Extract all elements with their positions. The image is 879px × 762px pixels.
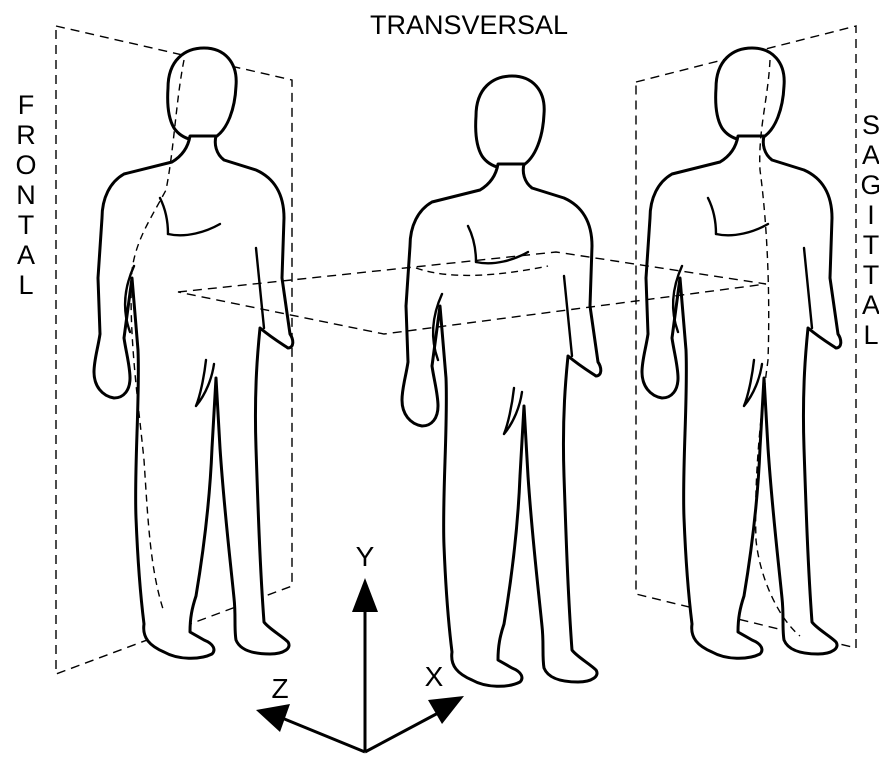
x-axis-arrowhead xyxy=(428,696,464,724)
y-axis-arrowhead xyxy=(352,578,378,612)
x-axis-line xyxy=(365,712,440,752)
y-axis-label: Y xyxy=(356,541,375,572)
x-axis-label: X xyxy=(425,661,444,692)
transversal-label: TRANSVERSAL xyxy=(370,10,568,40)
figure-center xyxy=(402,76,601,686)
figure-right xyxy=(642,48,841,658)
figure-left xyxy=(94,48,293,658)
z-axis-arrowhead xyxy=(256,704,290,732)
z-axis-line xyxy=(282,718,365,752)
z-axis-label: Z xyxy=(271,673,288,704)
